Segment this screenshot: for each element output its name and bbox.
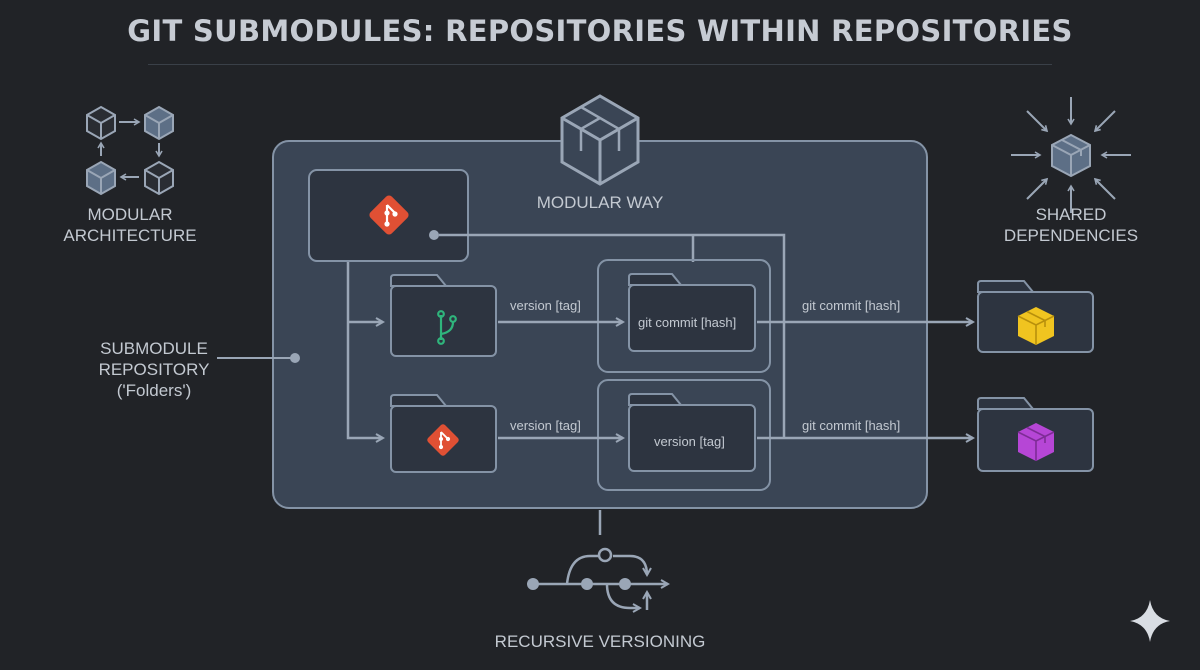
edge-label-row1-commit: git commit [hash] — [802, 298, 901, 313]
shared-dependencies-line-2: DEPENDENCIES — [1003, 226, 1139, 245]
commit-folder-1 — [628, 273, 756, 352]
commit-group-2 — [597, 379, 771, 491]
cube-network-icon — [86, 105, 174, 196]
recursive-branch-nodes — [527, 578, 631, 590]
edge-label-row2-version: version [tag] — [510, 418, 581, 433]
package-icon — [1017, 423, 1055, 461]
git-branch-icon — [437, 310, 457, 345]
modular-architecture-label: MODULAR ARCHITECTURE — [60, 204, 200, 246]
commit-box-label-1: git commit [hash] — [638, 315, 737, 330]
git-logo-icon — [427, 424, 459, 456]
recursive-branch-icon — [533, 547, 668, 610]
submodule-repository-label: SUBMODULE REPOSITORY ('Folders') — [84, 338, 224, 401]
main-repo-connector-dot — [429, 230, 439, 240]
submodule-folder-1 — [390, 274, 497, 357]
version-box-label-2: version [tag] — [654, 434, 725, 449]
title-divider — [148, 64, 1052, 65]
submodule-repository-line-1: SUBMODULE — [100, 339, 208, 358]
page-title: GIT SUBMODULES: REPOSITORIES WITHIN REPO… — [127, 14, 1073, 48]
modular-architecture-line-1: MODULAR — [87, 205, 173, 224]
shared-dependencies-line-1: SHARED — [1035, 205, 1107, 224]
commit-group-1 — [597, 259, 771, 373]
edge-label-row2-commit: git commit [hash] — [802, 418, 901, 433]
sparkle-icon — [1130, 600, 1170, 642]
modular-way-label: MODULAR WAY — [536, 193, 664, 212]
version-folder-2 — [628, 393, 756, 472]
shared-dependencies-label: SHARED DEPENDENCIES — [996, 204, 1146, 246]
submodule-repository-line-2: REPOSITORY — [98, 360, 210, 379]
shared-cube-arrows-icon — [1011, 97, 1131, 213]
submodule-repository-line-3: ('Folders') — [116, 381, 192, 400]
submodule-label-dot — [290, 353, 300, 363]
edge-label-row1-version: version [tag] — [510, 298, 581, 313]
package-icon — [1017, 307, 1055, 345]
modular-architecture-line-2: ARCHITECTURE — [63, 226, 197, 245]
modular-cube-icon — [560, 94, 640, 186]
main-left-drop — [346, 262, 383, 438]
git-logo-icon — [369, 195, 409, 235]
main-to-right-line — [439, 233, 786, 438]
recursive-versioning-label: RECURSIVE VERSIONING — [494, 632, 706, 651]
